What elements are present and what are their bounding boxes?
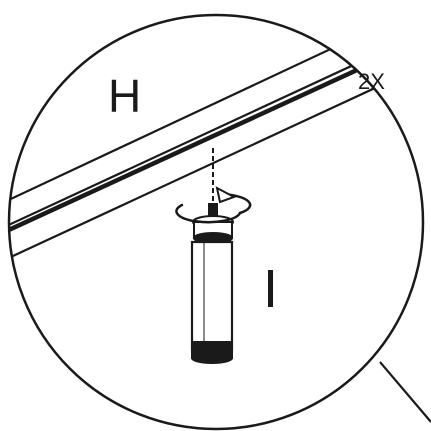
callout-leader-line xyxy=(379,361,431,423)
part-label-h: H xyxy=(108,70,141,122)
quantity-label: 2X xyxy=(358,69,385,94)
rotation-arrow-icon xyxy=(175,186,252,224)
part-label-i: I xyxy=(263,259,278,319)
leg-i xyxy=(190,203,234,364)
